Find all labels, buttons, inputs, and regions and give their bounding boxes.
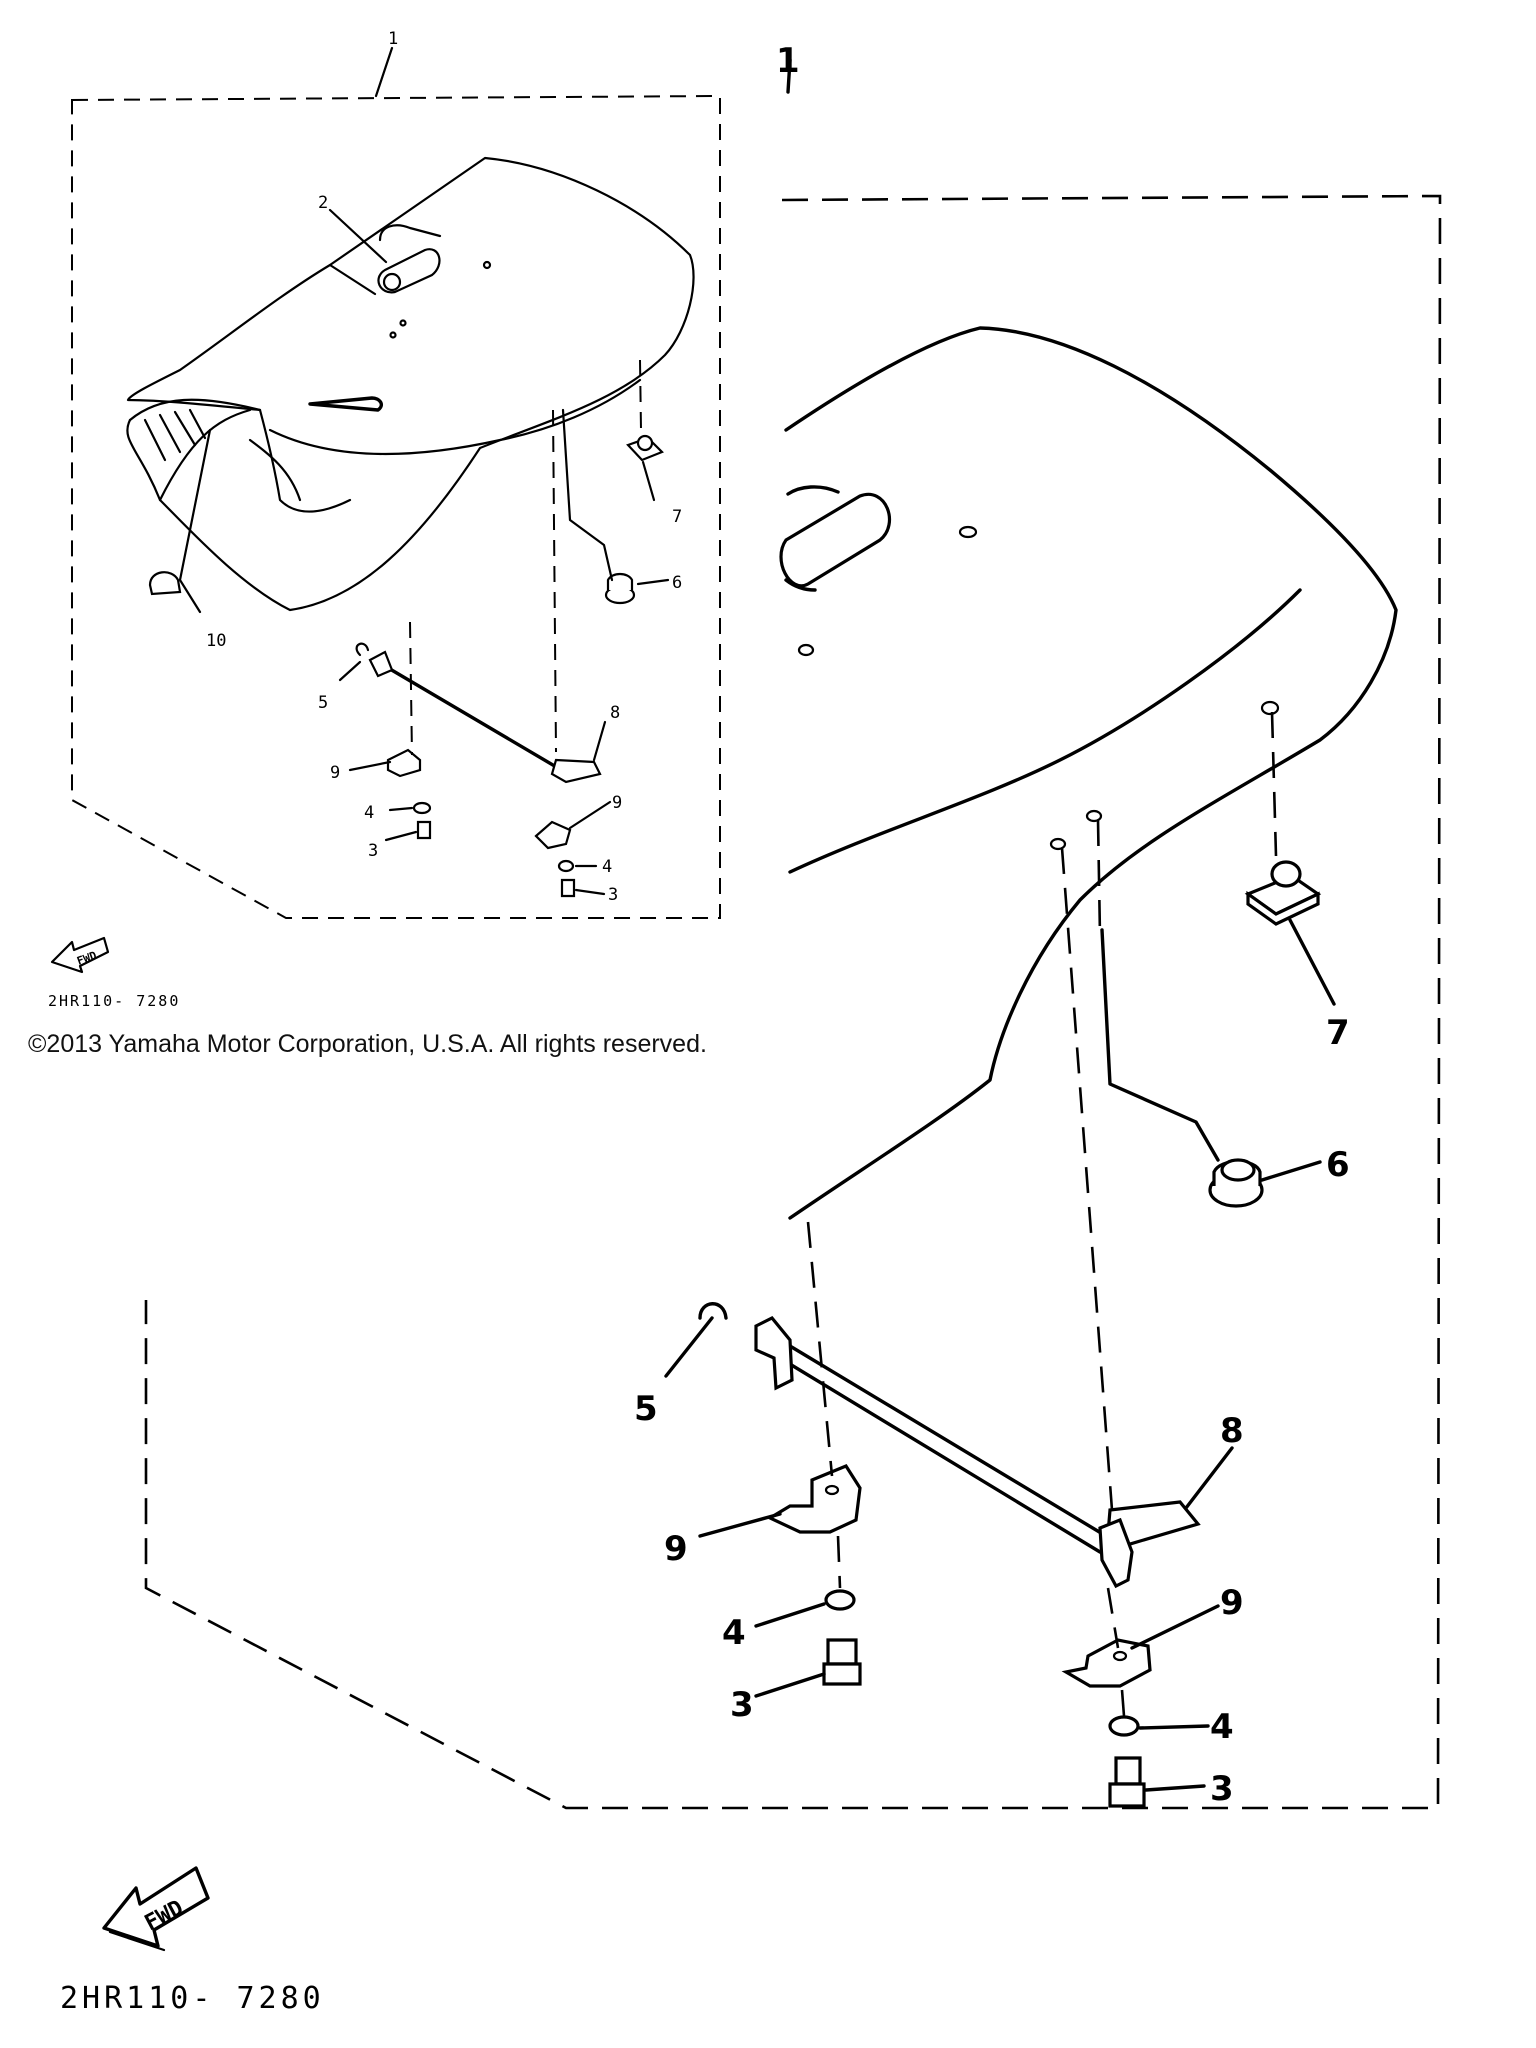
large-part-7 xyxy=(1244,860,1322,926)
small-bolt-b xyxy=(560,878,576,898)
large-callout-3a: 3 xyxy=(730,1685,754,1725)
large-bolt-a xyxy=(822,1638,862,1686)
large-view: 1 xyxy=(60,41,1442,2016)
small-callout-6: 6 xyxy=(672,573,682,593)
large-washer-a xyxy=(824,1589,856,1611)
large-part-code: 2HR110- 7280 xyxy=(60,1981,325,2016)
small-part-7 xyxy=(626,434,664,462)
large-callout-7: 7 xyxy=(1326,1013,1350,1053)
large-fwd-arrow-icon: FWD xyxy=(102,1866,210,1952)
large-callout-8: 8 xyxy=(1220,1411,1244,1451)
small-callout-5: 5 xyxy=(318,693,328,713)
large-rod xyxy=(698,1302,1201,1589)
small-part-code: 2HR110- 7280 xyxy=(48,992,180,1010)
small-callout-8: 8 xyxy=(610,703,620,723)
large-seat xyxy=(779,326,1398,1220)
small-view: 1 2 3 3 4 4 5 6 7 8 9 9 10 FWD 2HR110- 7… xyxy=(48,29,721,1010)
large-part-9b xyxy=(1061,1638,1152,1688)
small-part-9b xyxy=(534,820,572,850)
small-callout-4b: 4 xyxy=(602,857,612,877)
small-callout-4a: 4 xyxy=(364,803,374,823)
small-part-6 xyxy=(604,572,636,605)
large-bolt-b xyxy=(1108,1756,1146,1808)
small-frame xyxy=(71,94,721,919)
small-fwd-arrow-icon: FWD xyxy=(50,936,110,974)
large-callout-6: 6 xyxy=(1326,1145,1350,1185)
large-leader-1 xyxy=(786,58,792,94)
small-washer-b xyxy=(557,859,575,873)
large-callout-9b: 9 xyxy=(1220,1583,1244,1623)
small-part-10 xyxy=(148,571,182,596)
small-bolt-a xyxy=(416,820,432,840)
small-callout-10: 10 xyxy=(206,631,226,651)
large-part-6 xyxy=(1208,1158,1264,1208)
small-callout-2: 2 xyxy=(318,193,328,213)
large-callout-3b: 3 xyxy=(1210,1769,1234,1809)
large-callout-1: 1 xyxy=(776,41,800,81)
large-callout-9a: 9 xyxy=(664,1529,688,1569)
small-washer-a xyxy=(412,801,432,815)
small-callout-3a: 3 xyxy=(368,841,378,861)
large-callout-4a: 4 xyxy=(722,1613,746,1653)
large-fwd-label: FWD xyxy=(141,1896,188,1937)
small-callout-1: 1 xyxy=(388,29,398,49)
copyright-notice: ©2013 Yamaha Motor Corporation, U.S.A. A… xyxy=(28,1030,707,1058)
small-part-9a xyxy=(386,748,422,778)
small-leader-1 xyxy=(374,46,394,98)
small-callout-9a: 9 xyxy=(330,763,340,783)
small-seat xyxy=(126,156,695,612)
small-fwd-label: FWD xyxy=(75,949,98,968)
large-callout-4b: 4 xyxy=(1210,1707,1234,1747)
large-callout-5: 5 xyxy=(634,1389,658,1429)
large-part-9a xyxy=(766,1464,862,1534)
large-frame xyxy=(144,194,1442,1810)
small-callout-3b: 3 xyxy=(608,885,618,905)
small-rod xyxy=(355,642,602,784)
small-callout-9b: 9 xyxy=(612,793,622,813)
small-callout-7: 7 xyxy=(672,507,682,527)
large-washer-b xyxy=(1108,1715,1140,1737)
